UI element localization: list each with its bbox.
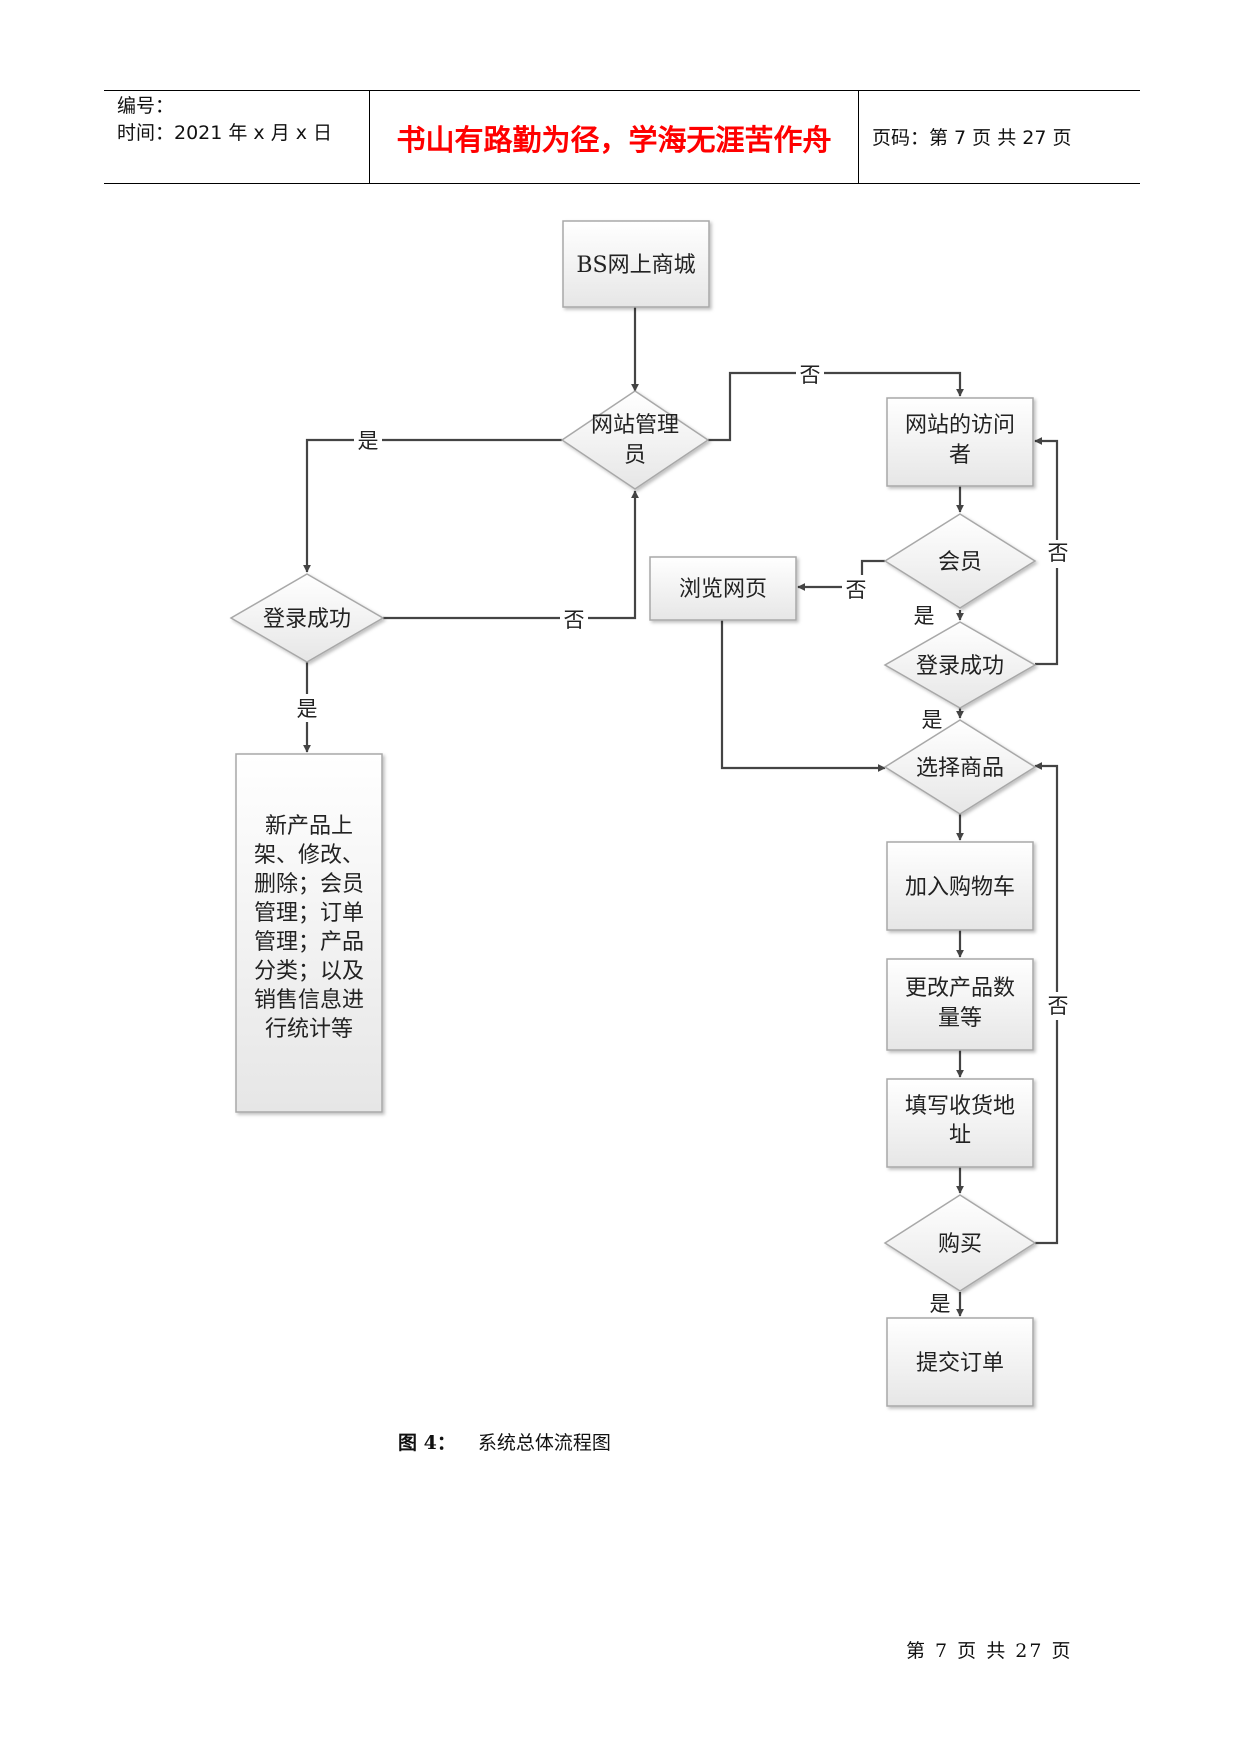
edge-label-bg bbox=[1044, 992, 1072, 1020]
node-fill-address-label-1: 填写收货地 bbox=[905, 1094, 1015, 1119]
edge-label-memberlogin-yes: 是 bbox=[922, 708, 943, 732]
header-motto: 书山有路勤为径，学海无涯苦作舟 bbox=[396, 123, 832, 157]
edge-label-member-yes: 是 bbox=[914, 604, 935, 628]
node-browse-page bbox=[649, 556, 797, 621]
node-site-visitor bbox=[886, 397, 1034, 487]
page-footer: 第 7 页 共 27 页 bbox=[906, 1640, 1073, 1662]
node-change-qty-label-1: 更改产品数 bbox=[905, 976, 1015, 1001]
node-admin-tasks-line-8: 行统计等 bbox=[265, 1017, 353, 1042]
node-submit-order bbox=[886, 1317, 1034, 1407]
node-admin-tasks-line-4: 管理；订单 bbox=[254, 901, 364, 926]
node-admin-tasks-line-2: 架、修改、 bbox=[254, 843, 364, 868]
node-select-goods bbox=[883, 719, 1037, 815]
node-submit-order-label: 提交订单 bbox=[916, 1351, 1004, 1376]
edge-label-bg bbox=[796, 358, 824, 386]
node-site-visitor-label-2: 者 bbox=[949, 443, 971, 468]
node-buy bbox=[883, 1194, 1037, 1292]
header-divider-left bbox=[369, 90, 370, 184]
edge-login-no-to-admin bbox=[383, 490, 639, 620]
edge-label-bg bbox=[354, 426, 382, 454]
node-member-login bbox=[883, 621, 1037, 709]
node-admin-tasks-line-1: 新产品上 bbox=[265, 814, 353, 839]
node-site-visitor-label-1: 网站的访问 bbox=[905, 413, 1015, 438]
figure-number: 图 4： bbox=[398, 1432, 456, 1454]
node-admin-tasks-line-7: 销售信息进 bbox=[254, 988, 364, 1013]
edge-label-bg bbox=[560, 604, 588, 632]
node-browse-page-label: 浏览网页 bbox=[679, 577, 767, 602]
edge-label-admin-no: 否 bbox=[800, 363, 821, 387]
header-page-label: 页码：第 7 页 共 27 页 bbox=[872, 127, 1072, 149]
edge-label-login-yes: 是 bbox=[297, 697, 318, 721]
edge-member-no-to-browse bbox=[797, 559, 885, 591]
edge-label-member-no: 否 bbox=[846, 578, 867, 602]
node-member bbox=[883, 513, 1037, 609]
node-fill-address-label-2: 址 bbox=[949, 1123, 971, 1148]
edge-label-bg bbox=[293, 694, 321, 722]
node-site-admin-label-2: 员 bbox=[624, 443, 646, 468]
edge-browse-to-select bbox=[720, 620, 886, 772]
node-add-cart-label: 加入购物车 bbox=[905, 875, 1015, 900]
node-admin-login bbox=[229, 573, 385, 663]
figure-title: 系统总体流程图 bbox=[477, 1432, 611, 1454]
node-buy-label: 购买 bbox=[938, 1232, 982, 1257]
node-change-qty-label-2: 量等 bbox=[938, 1006, 982, 1031]
node-admin-login-label: 登录成功 bbox=[263, 607, 351, 632]
edge-label-bg bbox=[1044, 540, 1072, 568]
header-top-rule bbox=[104, 90, 1140, 91]
node-add-cart bbox=[886, 841, 1034, 931]
node-admin-tasks bbox=[235, 753, 383, 1113]
edge-label-admin-yes: 是 bbox=[358, 429, 379, 453]
node-member-label: 会员 bbox=[938, 550, 982, 575]
node-admin-tasks-line-3: 删除；会员 bbox=[254, 872, 364, 897]
node-admin-tasks-line-5: 管理；产品 bbox=[254, 930, 364, 955]
edge-label-memberlogin-no: 否 bbox=[1048, 541, 1069, 565]
node-select-goods-label: 选择商品 bbox=[916, 756, 1004, 781]
edge-admin-yes-to-login bbox=[303, 438, 562, 573]
edge-label-buy-yes: 是 bbox=[930, 1292, 951, 1316]
edge-label-login-no: 否 bbox=[564, 608, 585, 632]
node-bs-mall-label: BS网上商城 bbox=[576, 253, 695, 278]
node-site-admin-label-1: 网站管理 bbox=[591, 413, 679, 438]
header-number-label: 编号： bbox=[117, 95, 175, 117]
edge-admin-no-to-visitor bbox=[708, 371, 964, 442]
figure-caption: 图 4： 系统总体流程图 bbox=[398, 1428, 611, 1455]
header-bottom-rule bbox=[104, 183, 1140, 184]
node-admin-tasks-line-6: 分类；以及 bbox=[254, 959, 364, 984]
node-change-qty bbox=[886, 958, 1034, 1051]
node-member-login-label: 登录成功 bbox=[916, 654, 1004, 679]
node-site-admin bbox=[560, 390, 710, 490]
node-bs-mall bbox=[562, 220, 710, 308]
node-fill-address bbox=[886, 1078, 1034, 1168]
header-time-label: 时间：2021 年 x 月 x 日 bbox=[117, 122, 333, 144]
edge-label-bg bbox=[842, 575, 870, 603]
header-divider-right bbox=[858, 90, 859, 184]
edge-label-buy-no: 否 bbox=[1048, 994, 1069, 1018]
